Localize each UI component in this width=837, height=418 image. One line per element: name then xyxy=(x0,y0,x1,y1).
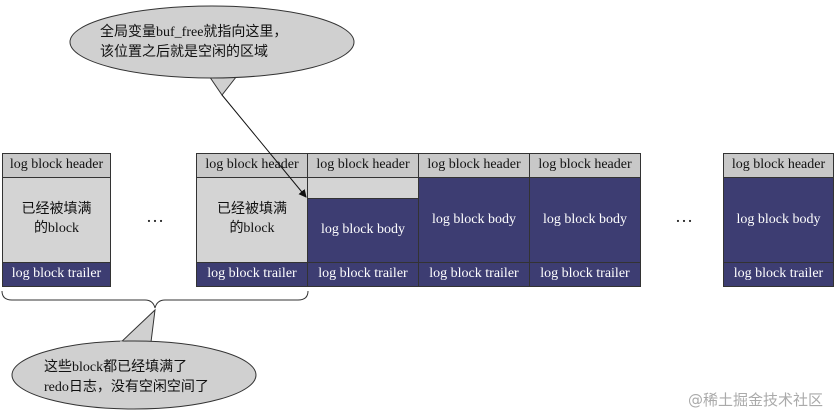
block4-body-label: log block body xyxy=(432,211,516,227)
filled-blocks-brace xyxy=(1,290,309,309)
block6-trailer: log block trailer xyxy=(723,262,834,287)
top-callout-line1: 全局变量buf_free就指向这里， xyxy=(100,23,287,40)
block5-trailer: log block trailer xyxy=(529,262,641,287)
block3-trailer-label: log block trailer xyxy=(318,266,408,282)
block2-body-line1: 已经被填满 xyxy=(217,202,287,218)
block4-trailer: log block trailer xyxy=(418,262,530,287)
block4-body: log block body xyxy=(418,177,530,263)
block2-body: 已经被填满 的block xyxy=(196,177,308,263)
block1-body-line2: 的block xyxy=(33,221,80,236)
block5-body-label: log block body xyxy=(543,211,627,227)
block2-trailer-label: log block trailer xyxy=(207,266,297,282)
block5-body: log block body xyxy=(529,177,641,263)
block1-trailer-label: log block trailer xyxy=(11,266,102,282)
block3-body: log block body xyxy=(307,198,419,263)
block2-trailer: log block trailer xyxy=(196,262,308,287)
block4-header: log block header xyxy=(418,153,530,178)
block1-body-line1: 已经被填满 xyxy=(21,202,92,218)
bottom-callout: 这些block都已经填满了 redo日志，没有空闲空间了 xyxy=(11,308,257,410)
block5-header-label: log block header xyxy=(538,157,632,173)
block6-trailer-label: log block trailer xyxy=(733,266,824,282)
block3-trailer: log block trailer xyxy=(307,262,419,287)
top-callout: 全局变量buf_free就指向这里， 该位置之后就是空闲的区域 xyxy=(69,5,355,96)
ellipsis-1: … xyxy=(146,206,164,226)
block3-body-label: log block body xyxy=(321,222,405,238)
block6-header: log block header xyxy=(723,153,834,178)
block4-header-label: log block header xyxy=(427,157,521,173)
block6-header-label: log block header xyxy=(731,157,826,173)
top-callout-line2: 该位置之后就是空闲的区域 xyxy=(100,44,268,60)
bottom-callout-line2: redo日志，没有空闲空间了 xyxy=(44,379,209,395)
block6-body-label: log block body xyxy=(736,211,821,227)
block2-body-line2: 的block xyxy=(229,221,275,236)
watermark: @稀土掘金技术社区 xyxy=(687,391,823,409)
block3-header-label: log block header xyxy=(316,157,410,173)
block1-header-label: log block header xyxy=(9,157,104,173)
bottom-callout-line1: 这些block都已经填满了 xyxy=(44,358,187,375)
block5-trailer-label: log block trailer xyxy=(540,266,630,282)
block1-body: 已经被填满 的block xyxy=(2,177,111,263)
block4-trailer-label: log block trailer xyxy=(429,266,519,282)
block1-trailer: log block trailer xyxy=(2,262,111,287)
block2-header: log block header xyxy=(196,153,308,178)
block1-header: log block header xyxy=(2,153,111,178)
buf-free-arrow xyxy=(221,94,307,198)
ellipsis-2: … xyxy=(675,206,693,226)
block2-header-label: log block header xyxy=(205,157,299,173)
